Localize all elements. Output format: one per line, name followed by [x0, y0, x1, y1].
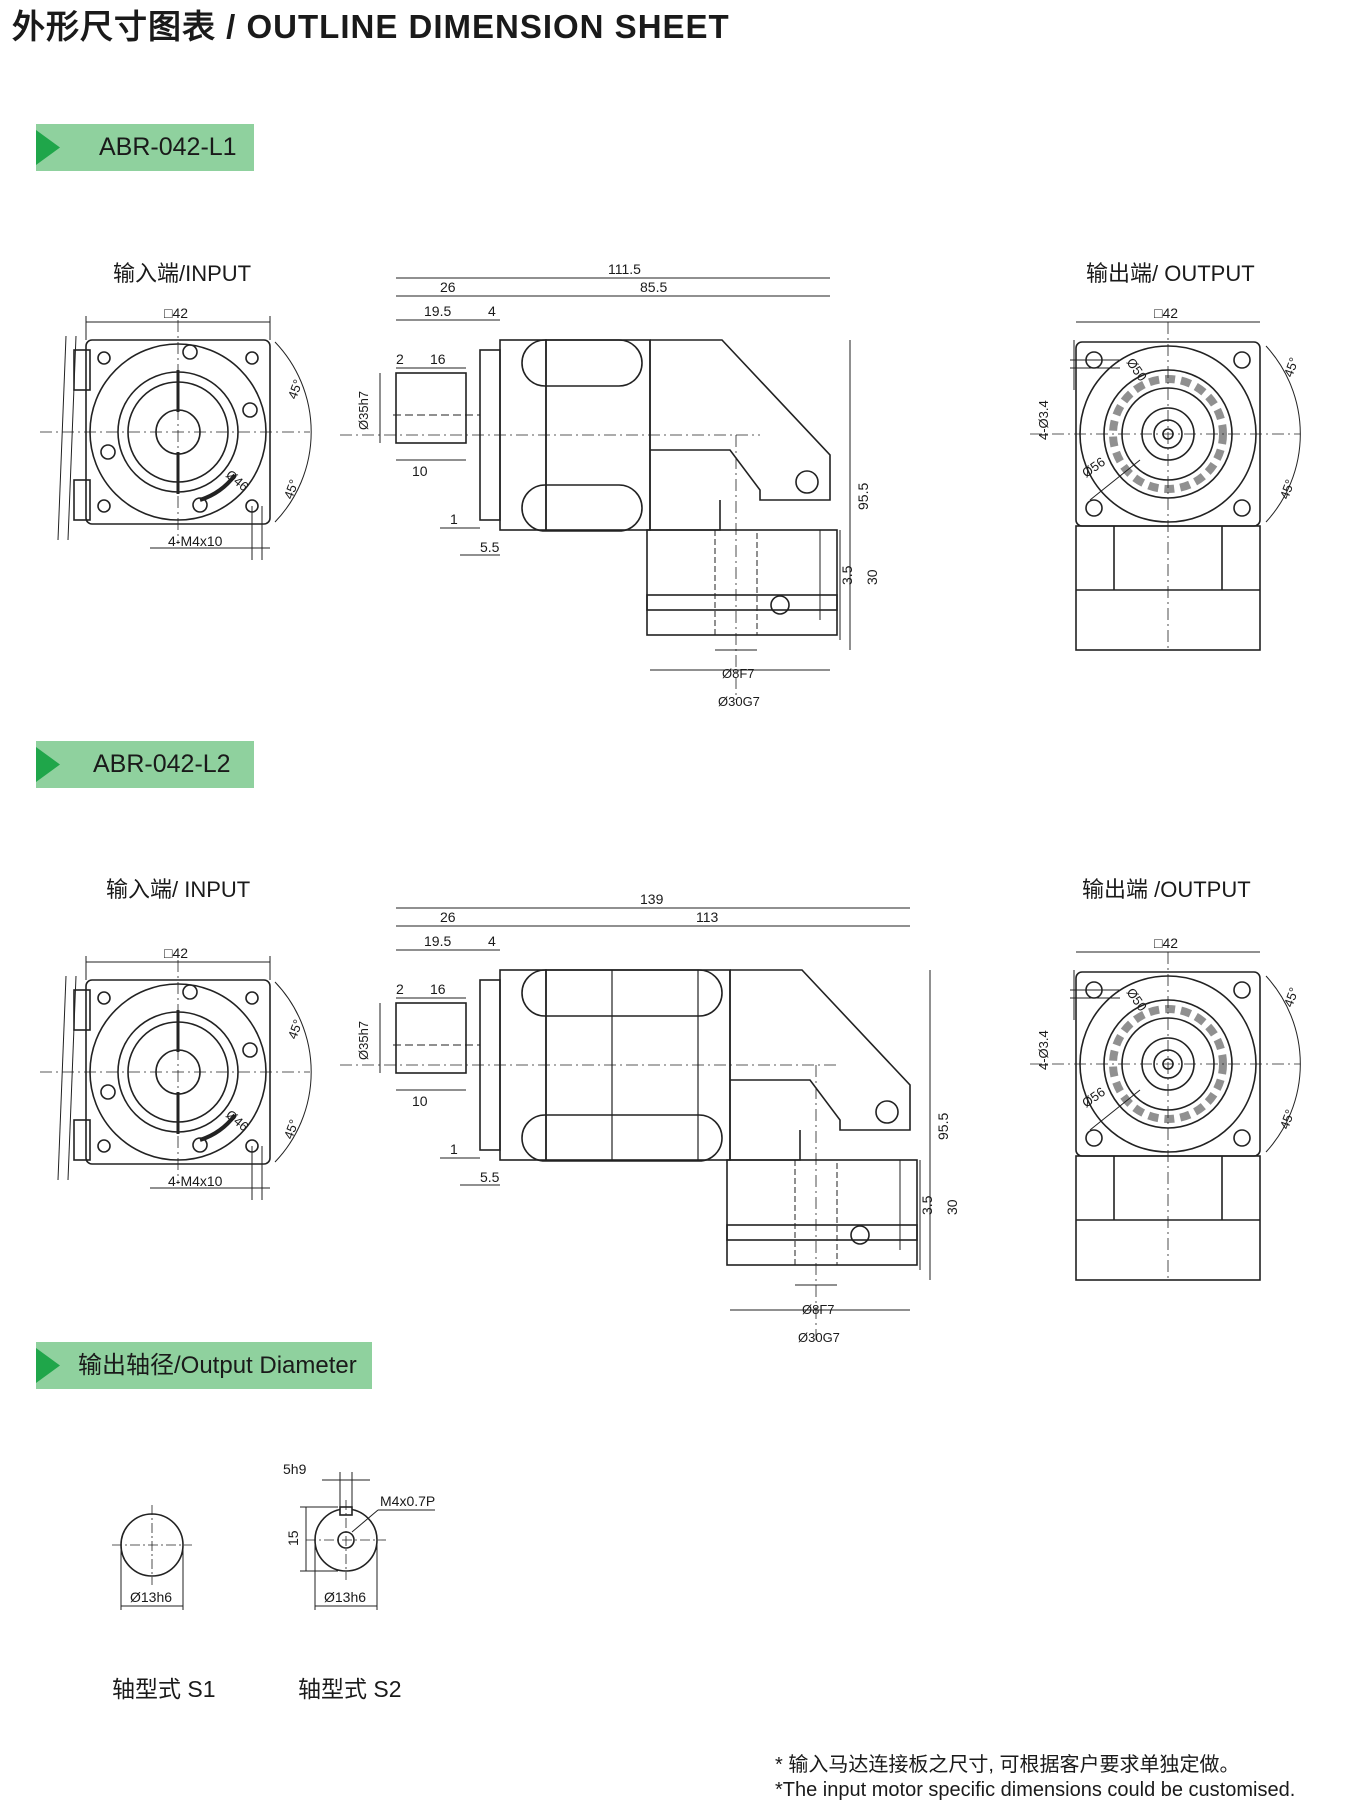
side-view: 111.5 26 85.5 19.5 4 2 16 Ø35h7 10 1 5.5…: [340, 261, 880, 709]
dim-tap: 4-M4x10: [168, 533, 223, 549]
section-tag-l1: ABR-042-L1: [36, 124, 256, 171]
dim-35h7: Ø35h7: [356, 391, 371, 430]
s1-diameter: Ø13h6: [130, 1589, 172, 1605]
dim-3-5: 3.5: [919, 1195, 935, 1215]
s2-height: 15: [285, 1530, 301, 1546]
tag-label: ABR-042-L1: [99, 133, 237, 161]
dim-30: 30: [864, 569, 880, 585]
input-view-label: 输入端/INPUT: [113, 261, 252, 286]
output-view-label: 输出端/ OUTPUT: [1086, 261, 1255, 286]
s2-diameter: Ø13h6: [324, 1589, 366, 1605]
dim-16: 16: [430, 981, 446, 997]
dim-1: 1: [450, 1141, 458, 1157]
dim-flange: □42: [164, 305, 188, 321]
page-title: 外形尺寸图表 / OUTLINE DIMENSION SHEET: [12, 8, 730, 45]
input-end-view: □42 45° 45° Ø46 4-M4x10: [40, 945, 312, 1200]
dim-out-holes: 4-Ø3.4: [1036, 1030, 1051, 1070]
dim-angle-2: 45°: [281, 477, 302, 501]
dim-95-5: 95.5: [855, 483, 871, 510]
dim-35h7: Ø35h7: [356, 1021, 371, 1060]
dim-out-angle-2: 45°: [1277, 477, 1298, 501]
output-end-view: □42 4-Ø3.4 Ø50 Ø56 45° 45°: [1030, 305, 1302, 651]
arrow-marker-icon: [36, 1348, 60, 1383]
dim-out-angle-2: 45°: [1277, 1107, 1298, 1131]
dim-pcd50: Ø50: [1124, 985, 1150, 1014]
dim-8f7: Ø8F7: [802, 1302, 835, 1317]
note-cn: * 输入马达连接板之尺寸, 可根据客户要求单独定做。: [775, 1754, 1240, 1776]
dim-30: 30: [944, 1199, 960, 1215]
dim-2: 2: [396, 981, 404, 997]
dim-pcd50: Ø50: [1124, 355, 1150, 384]
input-end-view: □42 45° 45° Ø46 4-M4x10: [40, 305, 312, 560]
dim-pcd: Ø46: [223, 1107, 251, 1134]
dim-19-5: 19.5: [424, 933, 451, 949]
dim-1: 1: [450, 511, 458, 527]
dim-out-flange: □42: [1154, 935, 1178, 951]
dim-2: 2: [396, 351, 404, 367]
arrow-marker-icon: [36, 747, 60, 782]
dim-16: 16: [430, 351, 446, 367]
dim-out-angle-1: 45°: [1281, 985, 1302, 1009]
dim-26: 26: [440, 909, 456, 925]
s2-label: 轴型式 S2: [298, 1676, 402, 1702]
dim-3-5: 3.5: [839, 565, 855, 585]
dim-tap: 4-M4x10: [168, 1173, 223, 1189]
dim-5-5: 5.5: [480, 539, 500, 555]
s2-thread: M4x0.7P: [380, 1493, 435, 1509]
dim-19-5: 19.5: [424, 303, 451, 319]
s1-label: 轴型式 S1: [112, 1676, 216, 1702]
dim-10: 10: [412, 463, 428, 479]
dim-out-angle-1: 45°: [1281, 355, 1302, 379]
section-tag-l2: ABR-042-L2: [36, 741, 256, 788]
dim-26: 26: [440, 279, 456, 295]
input-view-label: 输入端/ INPUT: [106, 877, 251, 902]
dim-flange: □42: [164, 945, 188, 961]
tag-bar: [36, 741, 254, 788]
dim-body-length: 113: [696, 909, 719, 925]
dim-total-length: 139: [640, 891, 664, 907]
dim-out-flange: □42: [1154, 305, 1178, 321]
dim-body-length: 85.5: [640, 279, 667, 295]
s2-key-width: 5h9: [283, 1461, 307, 1477]
dim-95-5: 95.5: [935, 1113, 951, 1140]
side-view: 139 26 113 19.5 4 2 16 Ø35h7 10 1 5.5 95…: [340, 891, 960, 1345]
dim-angle-1: 45°: [285, 1017, 306, 1041]
dim-total-length: 111.5: [608, 261, 641, 277]
dim-30g7: Ø30G7: [798, 1330, 840, 1345]
dim-8f7: Ø8F7: [722, 666, 755, 681]
dim-4: 4: [488, 933, 496, 949]
output-end-view: □42 4-Ø3.4 Ø50 Ø56 45° 45°: [1030, 935, 1302, 1281]
output-view-label: 输出端 /OUTPUT: [1082, 877, 1251, 902]
dim-10: 10: [412, 1093, 428, 1109]
note-en: *The input motor specific dimensions cou…: [775, 1779, 1296, 1801]
dim-5-5: 5.5: [480, 1169, 500, 1185]
tag-bar: [36, 124, 254, 171]
dim-angle-2: 45°: [281, 1117, 302, 1141]
tag-label: ABR-042-L2: [93, 750, 231, 778]
shaft-sections: Ø13h6 Ø13h6 5h9 15 M4x0.7P: [112, 1461, 435, 1610]
arrow-marker-icon: [36, 130, 60, 165]
dim-4: 4: [488, 303, 496, 319]
section-tag-shaft: 输出轴径/Output Diameter: [36, 1342, 376, 1389]
dim-pcd: Ø46: [223, 467, 251, 494]
tag-bar: [36, 1342, 372, 1389]
tag-label: 输出轴径/Output Diameter: [78, 1352, 357, 1379]
dim-30g7: Ø30G7: [718, 694, 760, 709]
dim-angle-1: 45°: [285, 377, 306, 401]
dim-out-holes: 4-Ø3.4: [1036, 400, 1051, 440]
